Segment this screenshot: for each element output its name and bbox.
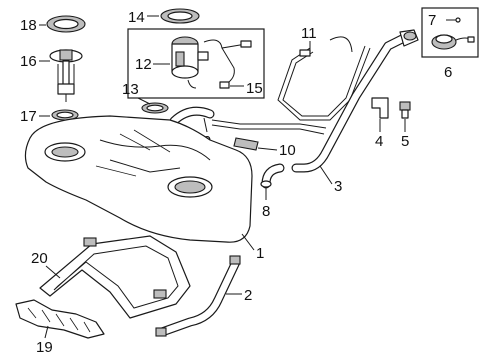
part-10-clip[interactable] bbox=[233, 137, 259, 151]
callout-14: 14 bbox=[128, 9, 145, 26]
callout-2: 2 bbox=[244, 287, 252, 304]
filler-cap-box bbox=[421, 7, 479, 58]
part-12-fuel-pump[interactable] bbox=[171, 36, 209, 89]
part-5-bolt[interactable] bbox=[399, 101, 411, 119]
part-9-hose[interactable] bbox=[169, 106, 215, 126]
leader-10 bbox=[257, 147, 278, 151]
part-19-heat-shield[interactable] bbox=[15, 299, 105, 339]
leader-19 bbox=[44, 325, 49, 339]
leader-13 bbox=[137, 97, 151, 105]
callout-17: 17 bbox=[20, 108, 37, 125]
part-7-tether[interactable] bbox=[446, 17, 461, 23]
leader-1 bbox=[241, 233, 255, 251]
part-4-bracket[interactable] bbox=[371, 97, 389, 119]
part-13-seal-ring[interactable] bbox=[141, 102, 169, 114]
part-11-vent-pipe[interactable] bbox=[277, 36, 371, 121]
callout-6: 6 bbox=[444, 64, 452, 81]
callout-10: 10 bbox=[279, 142, 296, 159]
callout-1: 1 bbox=[256, 245, 264, 262]
callout-16: 16 bbox=[20, 53, 37, 70]
callout-15: 15 bbox=[246, 80, 263, 97]
part-2-tank-strap[interactable] bbox=[155, 255, 241, 337]
callout-13: 13 bbox=[122, 81, 139, 98]
part-8-hose-elbow[interactable] bbox=[260, 163, 285, 189]
part-1-fuel-tank[interactable] bbox=[24, 115, 253, 243]
callout-11: 11 bbox=[301, 25, 317, 42]
callout-4: 4 bbox=[375, 133, 383, 150]
part-6-filler-cap[interactable] bbox=[431, 34, 475, 50]
pump-assembly-box bbox=[127, 28, 265, 99]
callout-7: 7 bbox=[428, 12, 436, 29]
callout-18: 18 bbox=[20, 17, 37, 34]
callout-19: 19 bbox=[36, 339, 53, 356]
part-16-fuel-sender[interactable] bbox=[49, 49, 83, 102]
part-15-wire-harness[interactable] bbox=[203, 39, 252, 89]
part-3-filler-neck[interactable] bbox=[291, 29, 419, 173]
feed-line bbox=[211, 119, 327, 135]
part-20-support-frame[interactable] bbox=[39, 235, 191, 319]
callout-8: 8 bbox=[262, 203, 270, 220]
callout-12: 12 bbox=[135, 56, 152, 73]
leader-9 bbox=[203, 117, 208, 133]
callout-3: 3 bbox=[334, 178, 342, 195]
part-18-seal-ring[interactable] bbox=[46, 15, 86, 33]
callout-5: 5 bbox=[401, 133, 409, 150]
leader-3 bbox=[319, 165, 333, 185]
part-14-seal-ring[interactable] bbox=[160, 8, 200, 24]
leader-20 bbox=[45, 265, 61, 279]
callout-20: 20 bbox=[31, 250, 48, 267]
